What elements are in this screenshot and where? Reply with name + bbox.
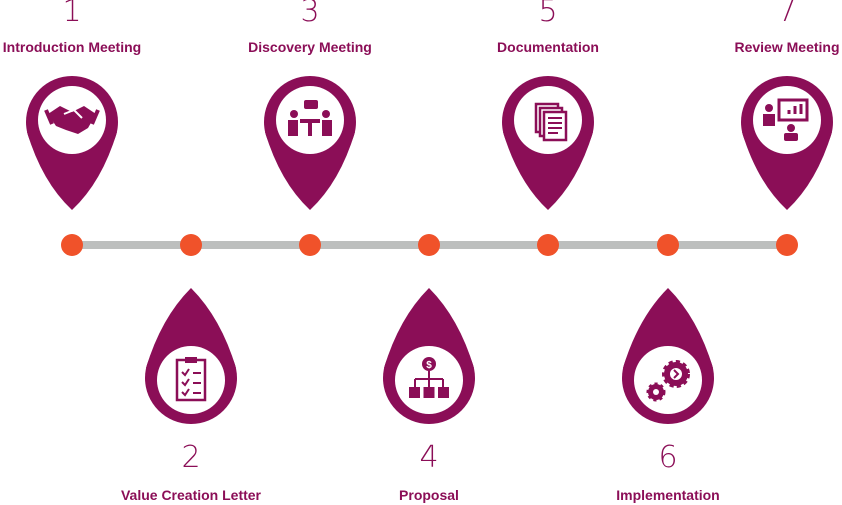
step-label: Review Meeting — [734, 39, 840, 55]
step-number: 6 — [658, 440, 678, 475]
meeting-icon — [288, 100, 332, 136]
step-label: Proposal — [399, 487, 459, 503]
pin-marker-step-2 — [145, 288, 237, 424]
step-label: Implementation — [616, 487, 720, 503]
step-number: 5 — [538, 0, 558, 29]
timeline-dot-step-3 — [299, 234, 321, 256]
step-number: 3 — [300, 0, 320, 29]
timeline-dot-step-1 — [61, 234, 83, 256]
step-label: Value Creation Letter — [120, 487, 262, 503]
documents-icon — [534, 102, 568, 142]
step-label: Documentation — [497, 39, 599, 55]
timeline-dot-step-4 — [418, 234, 440, 256]
handshake-icon — [44, 106, 100, 134]
step-number: 4 — [419, 440, 439, 475]
step-number: 2 — [181, 440, 201, 475]
pin-marker-step-1 — [26, 76, 118, 210]
presentation-icon — [763, 98, 809, 141]
step-label: Introduction Meeting — [2, 39, 142, 55]
dollar-flowchart-icon: $ — [409, 357, 449, 398]
clipboard-checklist-icon — [175, 357, 207, 402]
step-number: 7 — [777, 0, 797, 29]
timeline-dot-step-5 — [537, 234, 559, 256]
pin-marker-step-7 — [741, 76, 833, 210]
pin-marker-step-3 — [264, 76, 356, 210]
pin-marker-step-4: $ — [383, 288, 475, 424]
step-number: 1 — [62, 0, 82, 29]
timeline-dot-step-2 — [180, 234, 202, 256]
timeline-dot-step-7 — [776, 234, 798, 256]
timeline-dot-step-6 — [657, 234, 679, 256]
pin-marker-step-5 — [502, 76, 594, 210]
svg-text:$: $ — [426, 360, 432, 371]
step-label: Discovery Meeting — [248, 39, 372, 55]
gears-icon — [646, 360, 690, 402]
pin-marker-step-6 — [622, 288, 714, 424]
